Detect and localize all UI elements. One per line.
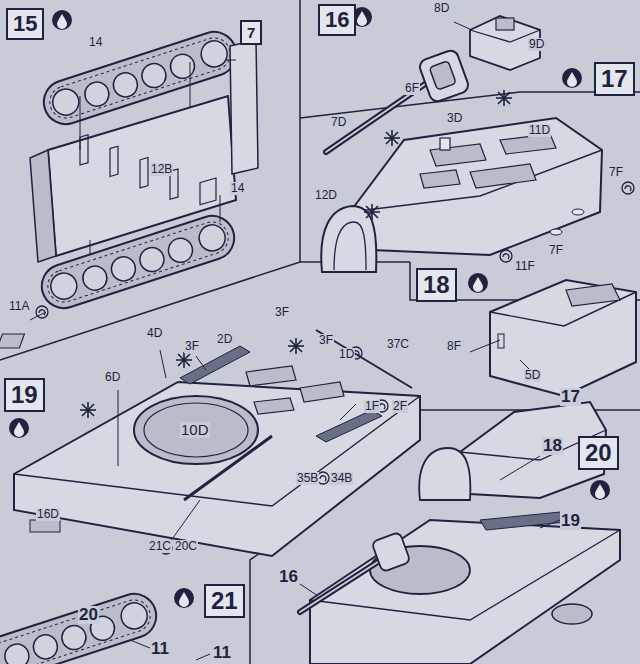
subassembly-number: 18 (542, 437, 563, 455)
step-number-box: 17 (594, 62, 635, 96)
step-number: 20 (585, 441, 612, 465)
part-number: 9D (528, 38, 545, 51)
part-number: 1D (338, 348, 355, 361)
part-number: 6F (404, 82, 420, 95)
part-number: 11F (514, 260, 536, 273)
part-number: 12D (314, 189, 338, 202)
part-number: 34B (330, 472, 353, 485)
part-number: 12B (150, 163, 173, 176)
part-number: 35B (296, 472, 319, 485)
part-number: 14 (88, 36, 103, 49)
part-number: 21C (148, 540, 172, 553)
subassembly-number: 11 (150, 640, 170, 658)
part-number: 16D (36, 508, 60, 521)
part-number: 3F (274, 306, 290, 319)
subassembly-number: 11 (212, 644, 232, 662)
part-number: 4D (146, 327, 163, 340)
step-number-box: 7 (240, 20, 262, 45)
subassembly-number: 20 (78, 606, 99, 624)
part-number: 37C (386, 338, 410, 351)
part-number: 3F (318, 334, 334, 347)
part-number: 5D (524, 369, 541, 382)
part-number: 7F (608, 166, 624, 179)
step-number-box: 20 (578, 436, 619, 470)
part-number: 20C (174, 540, 198, 553)
step-number: 15 (13, 13, 37, 35)
part-number: 1F (364, 400, 380, 413)
step-number: 17 (601, 67, 628, 91)
step-number-box: 18 (416, 268, 457, 302)
part-number: 3F (184, 340, 200, 353)
step-number-box: 19 (4, 378, 45, 412)
part-number: 2F (392, 400, 408, 413)
part-number: 2D (216, 333, 233, 346)
part-number: 3D (446, 112, 463, 125)
part-number: 7F (548, 244, 564, 257)
step-number-box: 16 (318, 4, 356, 36)
step-number: 18 (423, 273, 450, 297)
part-number: 8D (433, 2, 450, 15)
step-number: 19 (11, 383, 38, 407)
part-number: 8F (446, 340, 462, 353)
step-number-box: 21 (204, 584, 245, 618)
step-number-box: 15 (6, 8, 44, 40)
step-number: 16 (325, 9, 349, 31)
part-number: 6D (104, 371, 121, 384)
part-number: 14 (230, 182, 245, 195)
subassembly-number: 19 (560, 512, 581, 530)
part-number: 11D (528, 124, 551, 137)
subassembly-number: 16 (278, 568, 299, 586)
step-number: 7 (247, 25, 255, 40)
part-number: 11A (8, 300, 30, 313)
subassembly-number: 17 (560, 388, 581, 406)
step-number: 21 (211, 589, 238, 613)
part-number: 7D (330, 116, 347, 129)
part-number: 10D (180, 422, 210, 438)
